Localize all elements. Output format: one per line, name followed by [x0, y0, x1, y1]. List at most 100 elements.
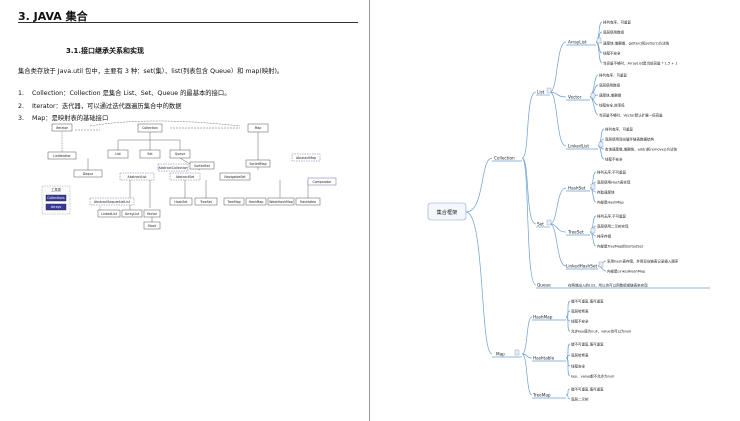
uml-arrays: Arrays	[51, 205, 62, 209]
hashmap-item: 线程不安全	[571, 319, 589, 324]
uml-abstractset: AbstractSet	[176, 175, 195, 179]
hashtable-item: 线程安全	[571, 364, 585, 369]
note-icon	[546, 87, 552, 94]
linkedlist-item: 排列有序，可重复	[605, 127, 633, 132]
hashset-item: 底层使用Hash表实现	[597, 180, 631, 185]
treeset-item: 排列无序,不可重复	[597, 214, 627, 219]
linkedhashset-item: 采用hash表存储，并用双向链表记录插入顺序	[607, 259, 679, 264]
treeset-item: 内部是TreeMap的SortedSet	[597, 244, 644, 249]
vector-item: 速度快,增删慢	[599, 93, 622, 98]
treemap-item: 底层二叉树	[571, 397, 589, 402]
uml-sortedmap: SortedMap	[249, 162, 266, 166]
mindmap-root: 集合框架	[437, 208, 458, 216]
uml-vector: Vector	[147, 212, 158, 216]
hashtable-item: 键不可重复,值可重复	[571, 342, 604, 347]
list-item: 3.Map：是映射表的基础接口	[18, 115, 109, 122]
node-queue: Queue	[537, 283, 551, 288]
uml-treemap: TreeMap	[226, 200, 240, 204]
linkedlist-item: 查询速度慢,增删快，add()和remove()方法快	[605, 147, 677, 152]
intro-paragraph: 集合类存放于 Java.util 包中，主要有 3 种：set(集）、list(…	[18, 68, 284, 75]
uml-set: Set	[147, 152, 153, 156]
arraylist-item: 速度快,增删慢，getter()和setter()方法快	[603, 41, 670, 46]
hashmap-item: 键不可重复,值可重复	[571, 299, 604, 304]
uml-collection: Collection	[142, 126, 158, 130]
note-icon	[514, 349, 520, 356]
note-icon	[598, 261, 604, 268]
uml-hashmap: HashMap	[249, 200, 264, 204]
arraylist-item: 当容量不够时，ArrayList是当前容量 * 1.5 + 1	[603, 61, 677, 66]
list-item: 1.Collection：Collection 是集合 List、Set、Que…	[18, 90, 231, 97]
treeset-item: 底层使用二叉树实现	[597, 224, 629, 229]
node-vector: Vector	[568, 95, 582, 100]
node-hashset: HashSet	[568, 186, 586, 191]
node-linkedhashset: LinkedHashSet	[566, 264, 597, 269]
uml-stack: Stack	[148, 224, 157, 228]
arraylist-item: 排列有序，可重复	[603, 20, 631, 25]
arraylist-item: 底层使用数组	[603, 30, 624, 35]
uml-abstractcollection: AbstractCollection	[158, 166, 187, 170]
node-hashtable: Hashtable	[533, 356, 555, 361]
uml-listiterator: ListIterator	[53, 154, 71, 158]
uml-abstractmap: AbstractMap	[296, 156, 316, 160]
section-rule	[18, 22, 358, 23]
queue-description: 在两端出入的List，所以也可以用数组或链表来实现	[568, 283, 648, 288]
uml-hashtable: Hashtable	[300, 200, 316, 204]
node-list: List	[537, 90, 545, 95]
linkedlist-item: 底层使用双向循环链表数据结构	[605, 137, 654, 142]
note-icon	[590, 92, 596, 99]
node-map: Map	[496, 352, 505, 357]
note-icon	[598, 141, 604, 148]
uml-map: Map	[255, 126, 262, 130]
uml-comparator: Comparator	[312, 180, 332, 184]
uml-class-diagram: Iterator Collection Map ListIterator Lis…	[41, 120, 337, 230]
bullet-list: 1.Collection：Collection 是集合 List、Set、Que…	[18, 88, 231, 126]
note-icon	[596, 37, 602, 44]
uml-sortedset: SortedSet	[194, 164, 211, 168]
uml-abstractlist: AbstractList	[128, 175, 148, 179]
hashset-item: 内部是HashMap	[597, 200, 624, 205]
node-treemap: TreeMap	[532, 393, 551, 398]
uml-navigableset: NavigableSet	[224, 175, 246, 179]
note-icon	[590, 183, 596, 190]
hashmap-item: 允许key值为null，value也可以为null	[571, 329, 631, 334]
vector-item: 排列有序，可重复	[599, 73, 627, 78]
uml-collections: Collections	[47, 196, 65, 200]
uml-iterator: Iterator	[56, 126, 69, 130]
treemap-item: 键不可重复,值可重复	[571, 387, 604, 392]
uml-arraylist: ArrayList	[125, 212, 140, 216]
document-page: 3. JAVA 集合 3.1.接口继承关系和实现 集合类存放于 Java.uti…	[0, 0, 369, 421]
hashset-item: 存取速度快	[597, 190, 615, 195]
uml-hashset: HashSet	[174, 200, 188, 204]
uml-tools: 工具类	[51, 187, 61, 192]
hashtable-item: key、value都不允许为null	[571, 374, 614, 379]
linkedhashset-item: 内部是LinkedHashMap	[607, 269, 646, 274]
treeset-item: 排序存储	[597, 234, 611, 239]
mindmap: 集合框架 Collection Map List Set Queue Array…	[427, 20, 710, 402]
uml-queue: Queue	[175, 152, 186, 156]
note-icon	[590, 227, 596, 234]
uml-linkedlist: LinkedList	[101, 212, 118, 216]
note-icon	[546, 219, 552, 226]
hashtable-item: 底层哈希表	[571, 353, 589, 358]
list-item: 2.Iterator：迭代器，可以通过迭代器遍历集合中的数据	[18, 102, 182, 110]
node-arraylist: ArrayList	[568, 40, 587, 45]
vector-item: 底层使用数组	[599, 83, 620, 88]
uml-weakhashmap: WeakHashMap	[269, 200, 292, 204]
uml-abstractsequentiallist: AbstractSequentialList	[94, 200, 131, 204]
node-linkedlist: LinkedList	[568, 144, 589, 149]
arraylist-item: 线程不安全	[603, 51, 621, 56]
uml-treeset: TreeSet	[199, 200, 213, 204]
linkedlist-item: 线程不安全	[605, 157, 623, 162]
section-title: 3. JAVA 集合	[18, 10, 88, 23]
node-hashmap: HashMap	[533, 315, 553, 320]
mindmap-page: 集合框架 Collection Map List Set Queue Array…	[370, 0, 740, 421]
uml-list: List	[115, 152, 121, 156]
vector-item: 当容量不够时，Vector默认扩展一倍容量	[599, 113, 663, 118]
subsection-title: 3.1.接口继承关系和实现	[66, 47, 145, 55]
hashmap-item: 底层哈希表	[571, 309, 589, 314]
page-divider	[369, 0, 370, 421]
vector-item: 线程安全,效率低	[599, 103, 625, 108]
node-set: Set	[537, 222, 544, 227]
node-treeset: TreeSet	[567, 230, 584, 235]
hashset-item: 排列无序,不可重复	[597, 170, 627, 175]
